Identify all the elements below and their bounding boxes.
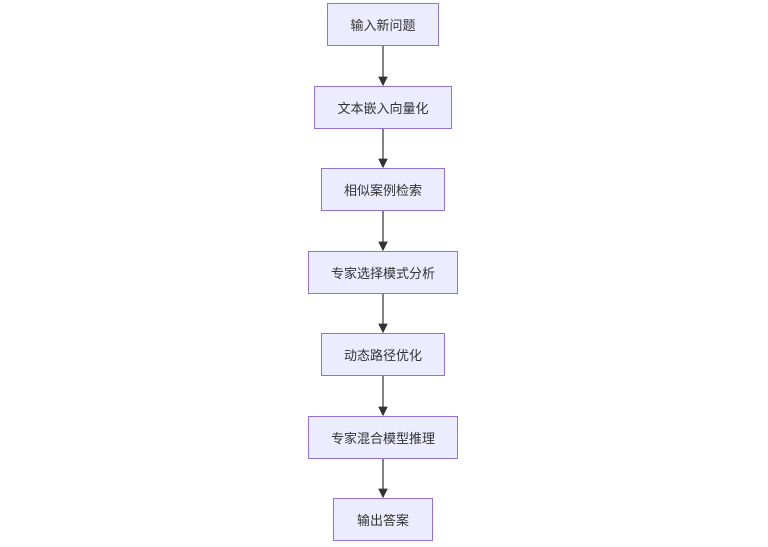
node-output-answer: 输出答案 [333,498,433,541]
node-label: 文本嵌入向量化 [337,102,429,117]
node-expert-selection-analysis: 专家选择模式分析 [308,251,458,294]
node-moe-inference: 专家混合模型推理 [308,416,458,459]
node-dynamic-path-optimization: 动态路径优化 [321,333,445,376]
node-label: 动态路径优化 [343,349,422,364]
node-similar-case-retrieval: 相似案例检索 [321,168,445,211]
node-label: 专家混合模型推理 [330,432,435,447]
node-text-embedding: 文本嵌入向量化 [314,86,452,129]
node-input-question: 输入新问题 [327,3,439,46]
node-label: 专家选择模式分析 [330,267,435,282]
node-label: 相似案例检索 [343,184,422,199]
node-label: 输出答案 [356,514,409,529]
node-label: 输入新问题 [350,19,416,34]
